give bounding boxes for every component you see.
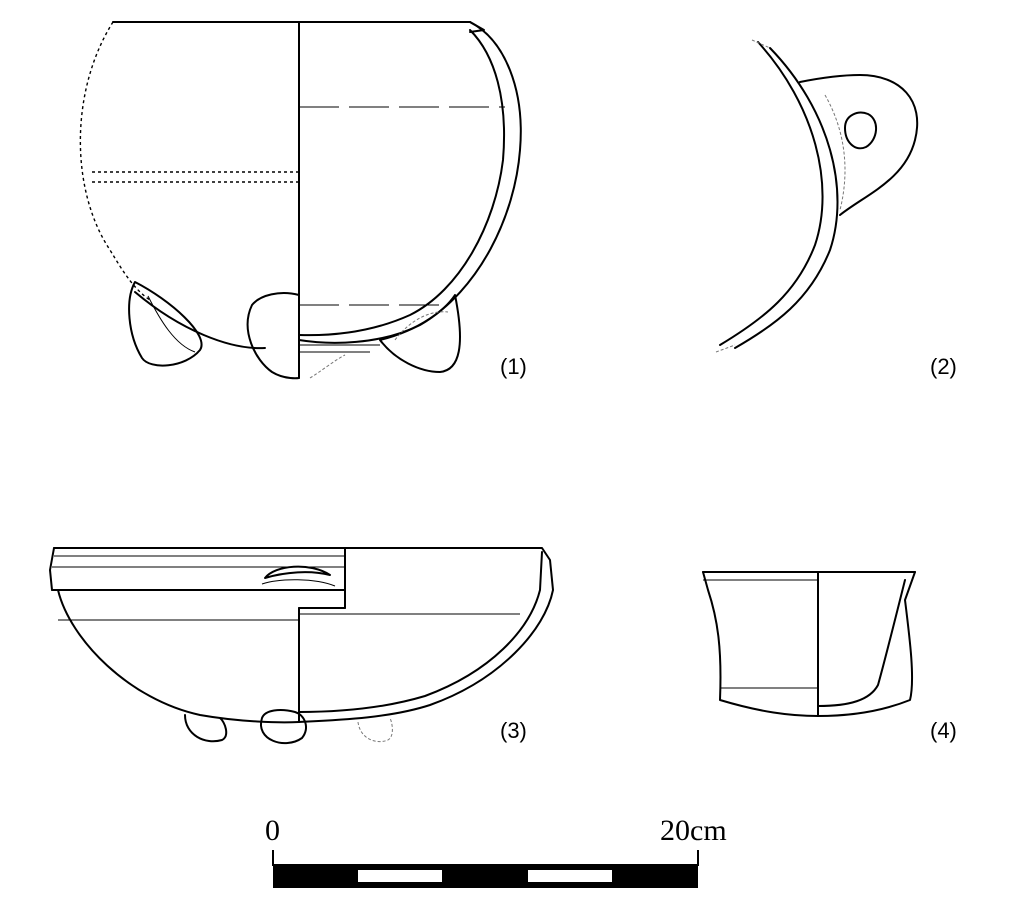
fig2-inner-wall <box>719 41 824 346</box>
fig2-outer-wall <box>734 47 839 349</box>
scale-bar: 0 20cm <box>265 814 727 888</box>
figure-2-handle-fragment: (2) <box>715 39 957 379</box>
fig2-break-top <box>751 39 771 49</box>
fig3-right-exterior <box>298 547 554 723</box>
fig1-right-interior-wall <box>298 29 506 337</box>
fig1-right-foot-hidden <box>394 311 449 341</box>
fig3-left-foot <box>184 714 228 743</box>
fig1-rim-profile <box>469 21 485 33</box>
fig1-left-outline-reconstructed <box>79 21 151 301</box>
fig4-right-interior <box>817 579 906 707</box>
fig2-label: (2) <box>930 354 957 379</box>
fig3-label: (3) <box>500 718 527 743</box>
fig1-label: (1) <box>500 354 527 379</box>
fig1-right-exterior-wall <box>298 21 522 344</box>
fig3-rim-lug <box>264 565 331 579</box>
fig3-right-foot-hidden <box>357 717 393 743</box>
fig3-left-body <box>57 589 300 724</box>
fig1-left-foot <box>128 281 203 367</box>
fig1-center-foot <box>246 292 300 380</box>
fig4-left-outer <box>702 571 819 717</box>
scale-bar-body <box>273 864 698 888</box>
fig2-hidden-wall <box>824 94 846 211</box>
fig1-right-foot <box>379 294 461 373</box>
figure-3-footed-bowl: (3) <box>49 547 554 745</box>
figure-1-tripod-jar: (1) <box>79 21 527 380</box>
fig3-left-rim-edge <box>49 547 55 591</box>
fig3-right-interior <box>298 551 543 713</box>
fig4-label: (4) <box>930 718 957 743</box>
fig1-back-foot-hidden <box>309 354 346 379</box>
scale-bar-white-segment-2 <box>528 870 612 882</box>
fig4-right-exterior <box>817 571 916 717</box>
fig2-lug-hole <box>844 111 877 150</box>
fig2-break-bottom <box>715 344 736 353</box>
scale-bar-white-segment-1 <box>358 870 442 882</box>
fig2-lug-handle <box>799 74 919 216</box>
figure-4-cup: (4) <box>702 571 957 743</box>
fig1-left-foot-detail <box>147 295 196 353</box>
fig3-center-foot <box>259 709 307 745</box>
scale-start-label: 0 <box>265 814 280 847</box>
scale-end-label: 20cm <box>660 814 727 847</box>
fig3-rim-lug-lower <box>261 579 336 587</box>
